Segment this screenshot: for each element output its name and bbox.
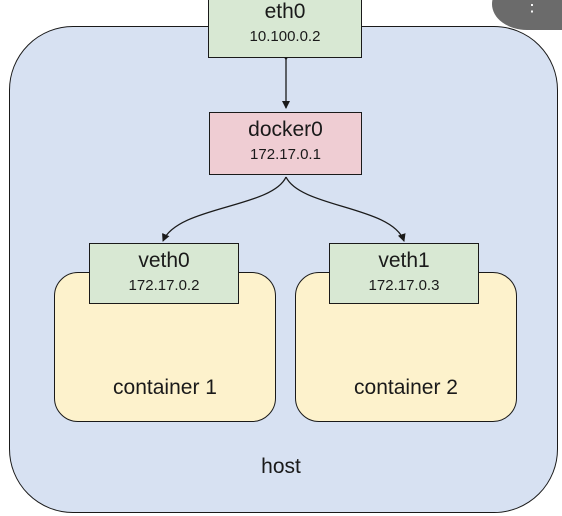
eth0-interface: eth0 10.100.0.2 — [208, 0, 362, 58]
eth0-ip: 10.100.0.2 — [249, 28, 321, 45]
veth1-interface: veth1 172.17.0.3 — [329, 243, 479, 304]
more-vertical-icon: ⋮ — [523, 0, 541, 15]
veth0-interface: veth0 172.17.0.2 — [89, 243, 239, 304]
container-2-label: container 2 — [354, 376, 458, 399]
docker0-name: docker0 — [248, 118, 323, 141]
veth0-name: veth0 — [138, 249, 190, 272]
veth1-ip: 172.17.0.3 — [368, 277, 440, 294]
host-label: host — [261, 455, 301, 478]
more-options-button[interactable]: ⋮ — [492, 0, 562, 30]
veth0-ip: 172.17.0.2 — [128, 277, 200, 294]
docker0-bridge: docker0 172.17.0.1 — [209, 112, 362, 175]
veth1-name: veth1 — [378, 249, 430, 272]
eth0-name: eth0 — [264, 0, 306, 23]
docker0-ip: 172.17.0.1 — [250, 146, 321, 163]
container-1-label: container 1 — [113, 376, 217, 399]
